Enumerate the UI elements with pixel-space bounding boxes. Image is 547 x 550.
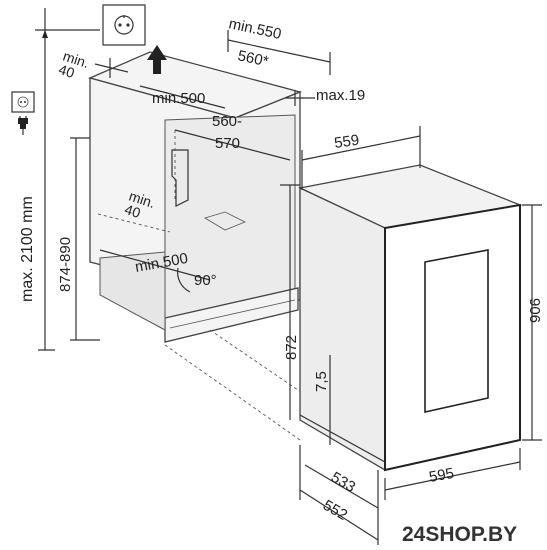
power-socket-icon: [11, 91, 35, 113]
label-inner-min40-l1: min.: [127, 188, 157, 211]
watermark-logo: 24SHOP.BY: [402, 523, 517, 546]
label-inner-min40-l2: 40: [123, 201, 143, 221]
label-top-min40-l2: 40: [57, 61, 77, 81]
power-plug-icon: [18, 116, 28, 135]
power-socket-icon: [114, 15, 134, 35]
label-niche-height: 874-890: [57, 237, 74, 292]
label-niche-width-l1: 560-: [212, 113, 242, 130]
label-width-559: 559: [333, 132, 360, 152]
label-width-595: 595: [428, 465, 456, 486]
label-top-depth-min: min.550: [227, 15, 283, 43]
label-top-min500: min.500: [152, 90, 205, 107]
label-height-906: 906: [526, 298, 543, 323]
label-top-min40: min. 40: [57, 48, 95, 86]
label-inner-min40: min. 40: [123, 188, 161, 226]
dimension-lines-left: [35, 8, 331, 441]
upward-arrow-icon: [147, 45, 167, 74]
label-top-min40-l1: min.: [61, 48, 91, 71]
label-height-872: 872: [283, 335, 300, 360]
label-top-depth-star: 560*: [236, 47, 270, 70]
wine-cooler: [297, 164, 523, 472]
label-depth-533: 533: [328, 469, 358, 496]
dimension-lines-right: [280, 126, 542, 545]
label-angle: 90°: [194, 272, 217, 289]
label-max-height: max. 2100 mm: [19, 196, 36, 302]
label-niche-width: 560- 570: [212, 113, 246, 152]
label-plinth-7-5: 7,5: [313, 371, 330, 392]
label-niche-width-l2: 570: [215, 135, 240, 152]
label-max19: max.19: [316, 87, 365, 104]
wall-socket: [102, 4, 146, 46]
